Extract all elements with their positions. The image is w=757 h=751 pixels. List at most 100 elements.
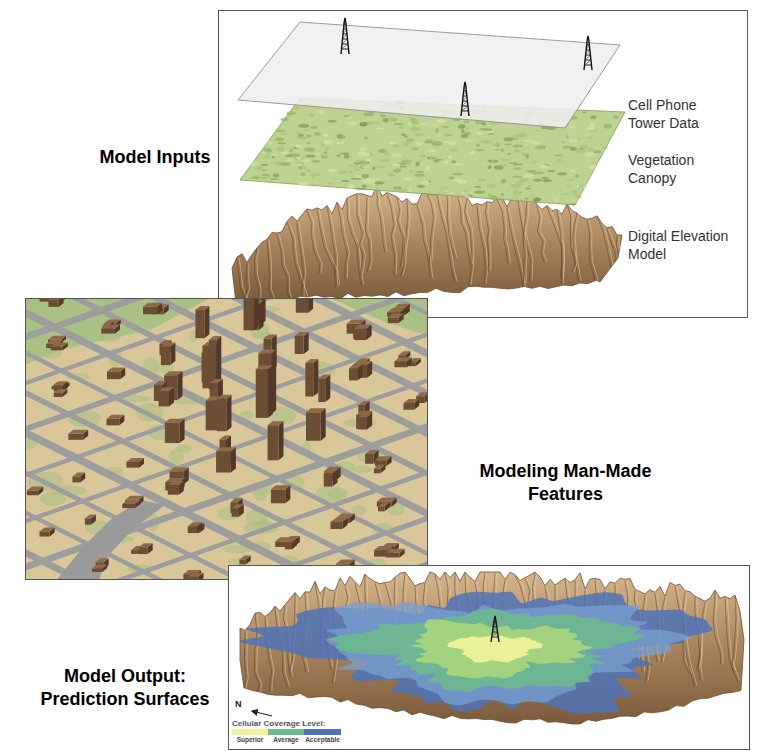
legend-item: Average [268, 729, 304, 744]
vegetation-texture [494, 165, 504, 170]
vegetation-texture [513, 138, 518, 140]
vegetation-texture [362, 174, 370, 178]
coverage-area [330, 609, 645, 692]
vegetation-texture [250, 162, 257, 166]
building-roof [232, 504, 244, 508]
building [107, 367, 125, 379]
building [388, 314, 404, 324]
vegetation-texture [465, 140, 474, 142]
building [188, 573, 204, 580]
vegetation-texture [362, 185, 367, 188]
vegetation-texture [295, 131, 301, 134]
tower-bar [343, 34, 347, 35]
vegetation-texture [344, 154, 349, 158]
cell-tower-icon [341, 18, 349, 54]
building [386, 549, 405, 558]
building [54, 389, 68, 397]
building-front [306, 412, 321, 440]
vegetation-texture [478, 178, 487, 181]
building [394, 357, 411, 367]
terrain-highlight [309, 210, 322, 273]
building-roof [159, 387, 174, 391]
vegetation-texture [386, 177, 390, 179]
building-roof [165, 419, 185, 423]
vegetation-texture [585, 152, 596, 157]
terrain-highlight [589, 220, 600, 297]
vegetation-texture [570, 199, 579, 201]
building [354, 325, 371, 341]
vegetation-texture [262, 174, 269, 176]
building-roof [51, 343, 68, 347]
terrain-valley [327, 206, 336, 288]
building-front [107, 371, 120, 379]
layer-label: Vegetation Canopy [628, 151, 728, 187]
terrain-valley [587, 220, 598, 298]
building [305, 359, 318, 397]
vegetation-texture [336, 155, 340, 157]
vegetation-texture [424, 141, 433, 144]
vegetation-texture [561, 141, 565, 143]
vegetation-texture [590, 122, 595, 127]
building-front [165, 423, 180, 443]
vegetation-texture [416, 142, 423, 146]
vegetation-texture [603, 147, 608, 149]
building [374, 465, 386, 474]
building-roof [331, 518, 348, 522]
building-front [143, 307, 157, 314]
vegetation-texture [302, 129, 310, 131]
building-roof [258, 350, 276, 354]
vegetation-texture [414, 133, 423, 136]
building-front [131, 550, 138, 554]
building [48, 298, 63, 307]
terrain-valley [523, 198, 527, 283]
legend: SuperiorAverageAcceptable [232, 729, 341, 744]
vegetation-texture [403, 142, 411, 145]
vegetation-texture [587, 126, 596, 131]
building [92, 565, 107, 572]
road [25, 298, 428, 438]
road [25, 323, 428, 484]
building [68, 430, 88, 440]
tower-bar [342, 39, 347, 40]
vegetation-texture [402, 159, 413, 162]
building [101, 325, 120, 334]
tower-brace [463, 86, 466, 91]
vegetation-texture [512, 144, 522, 147]
building-front [386, 553, 400, 558]
building-front [330, 522, 342, 529]
building-front [378, 506, 385, 511]
coverage-area [326, 602, 691, 706]
vegetation-texture [294, 106, 300, 110]
vegetation-texture [373, 178, 381, 180]
vegetation-texture [287, 111, 296, 115]
vegetation-texture [408, 162, 411, 165]
building [356, 411, 372, 429]
building-side [325, 374, 330, 402]
building-roof [216, 447, 236, 451]
building [27, 487, 43, 496]
vegetation-texture [442, 126, 449, 128]
tower-legs [491, 616, 499, 642]
vegetation-texture [323, 134, 329, 137]
vegetation-texture [270, 178, 279, 180]
vegetation-texture [554, 199, 559, 202]
vegetation-texture [425, 167, 430, 170]
legend-text: Acceptable [305, 736, 340, 744]
tower-legs [341, 18, 349, 54]
terrain-valley [337, 203, 347, 279]
terrain-valley [397, 198, 403, 269]
vegetation-texture [300, 172, 306, 175]
vegetation-texture [336, 142, 345, 144]
vegetation-texture [319, 110, 325, 114]
building [306, 408, 326, 441]
vegetation-texture [280, 162, 290, 166]
vegetation-texture [504, 137, 514, 141]
vegetation-texture [561, 193, 569, 195]
vegetation-texture [570, 203, 576, 205]
terrain-valley [537, 206, 544, 263]
building-front [168, 485, 179, 495]
vegetation-texture [587, 147, 594, 151]
vegetation-texture [401, 133, 406, 136]
green-patch [168, 448, 184, 464]
